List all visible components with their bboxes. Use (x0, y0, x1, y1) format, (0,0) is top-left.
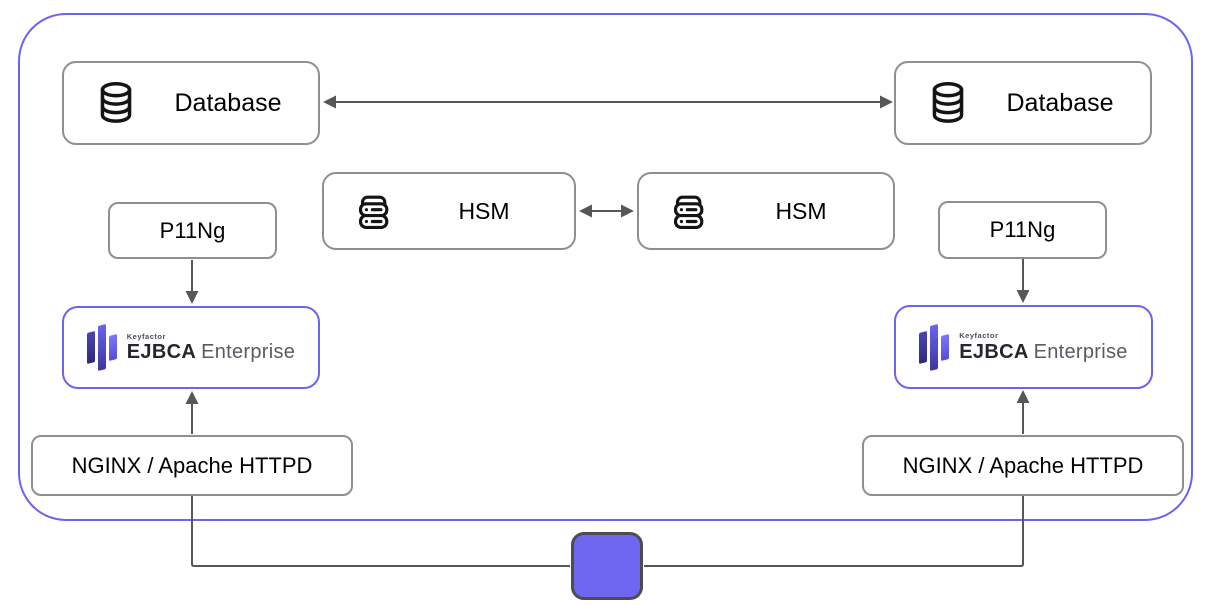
keyfactor-logo-icon (919, 323, 950, 371)
ejbca-product-label: EJBCA (126, 341, 197, 364)
server-stack-icon (352, 190, 394, 232)
ejbca-edition-label: Enterprise (1033, 340, 1128, 363)
database-label: Database (174, 88, 282, 117)
database-node-left: Database (62, 61, 320, 145)
ejbca-edition-label: Enterprise (201, 341, 296, 364)
server-stack-icon (667, 190, 709, 232)
load-balancer-node (571, 532, 643, 600)
database-node-right: Database (894, 61, 1152, 145)
keyfactor-brand-label: Keyfactor (126, 331, 166, 341)
p11ng-label: P11Ng (159, 217, 226, 243)
keyfactor-logo-icon (86, 324, 117, 372)
keyfactor-brand-label: Keyfactor (959, 331, 999, 341)
cluster-boundary (18, 13, 1193, 521)
p11ng-node-right: P11Ng (938, 201, 1107, 259)
p11ng-node-left: P11Ng (108, 202, 277, 259)
hsm-node-left: HSM (322, 172, 576, 250)
webserver-node-right: NGINX / Apache HTTPD (862, 435, 1184, 496)
database-label: Database (1006, 88, 1114, 117)
database-icon (94, 80, 138, 126)
ejbca-product-label: EJBCA (959, 340, 1029, 363)
hsm-label: HSM (775, 197, 827, 224)
p11ng-label: P11Ng (989, 217, 1056, 242)
webserver-node-left: NGINX / Apache HTTPD (31, 435, 353, 496)
database-icon (926, 80, 970, 126)
webserver-label: NGINX / Apache HTTPD (71, 452, 313, 478)
hsm-node-right: HSM (637, 172, 895, 250)
webserver-label: NGINX / Apache HTTPD (902, 452, 1144, 478)
hsm-label: HSM (458, 197, 510, 224)
